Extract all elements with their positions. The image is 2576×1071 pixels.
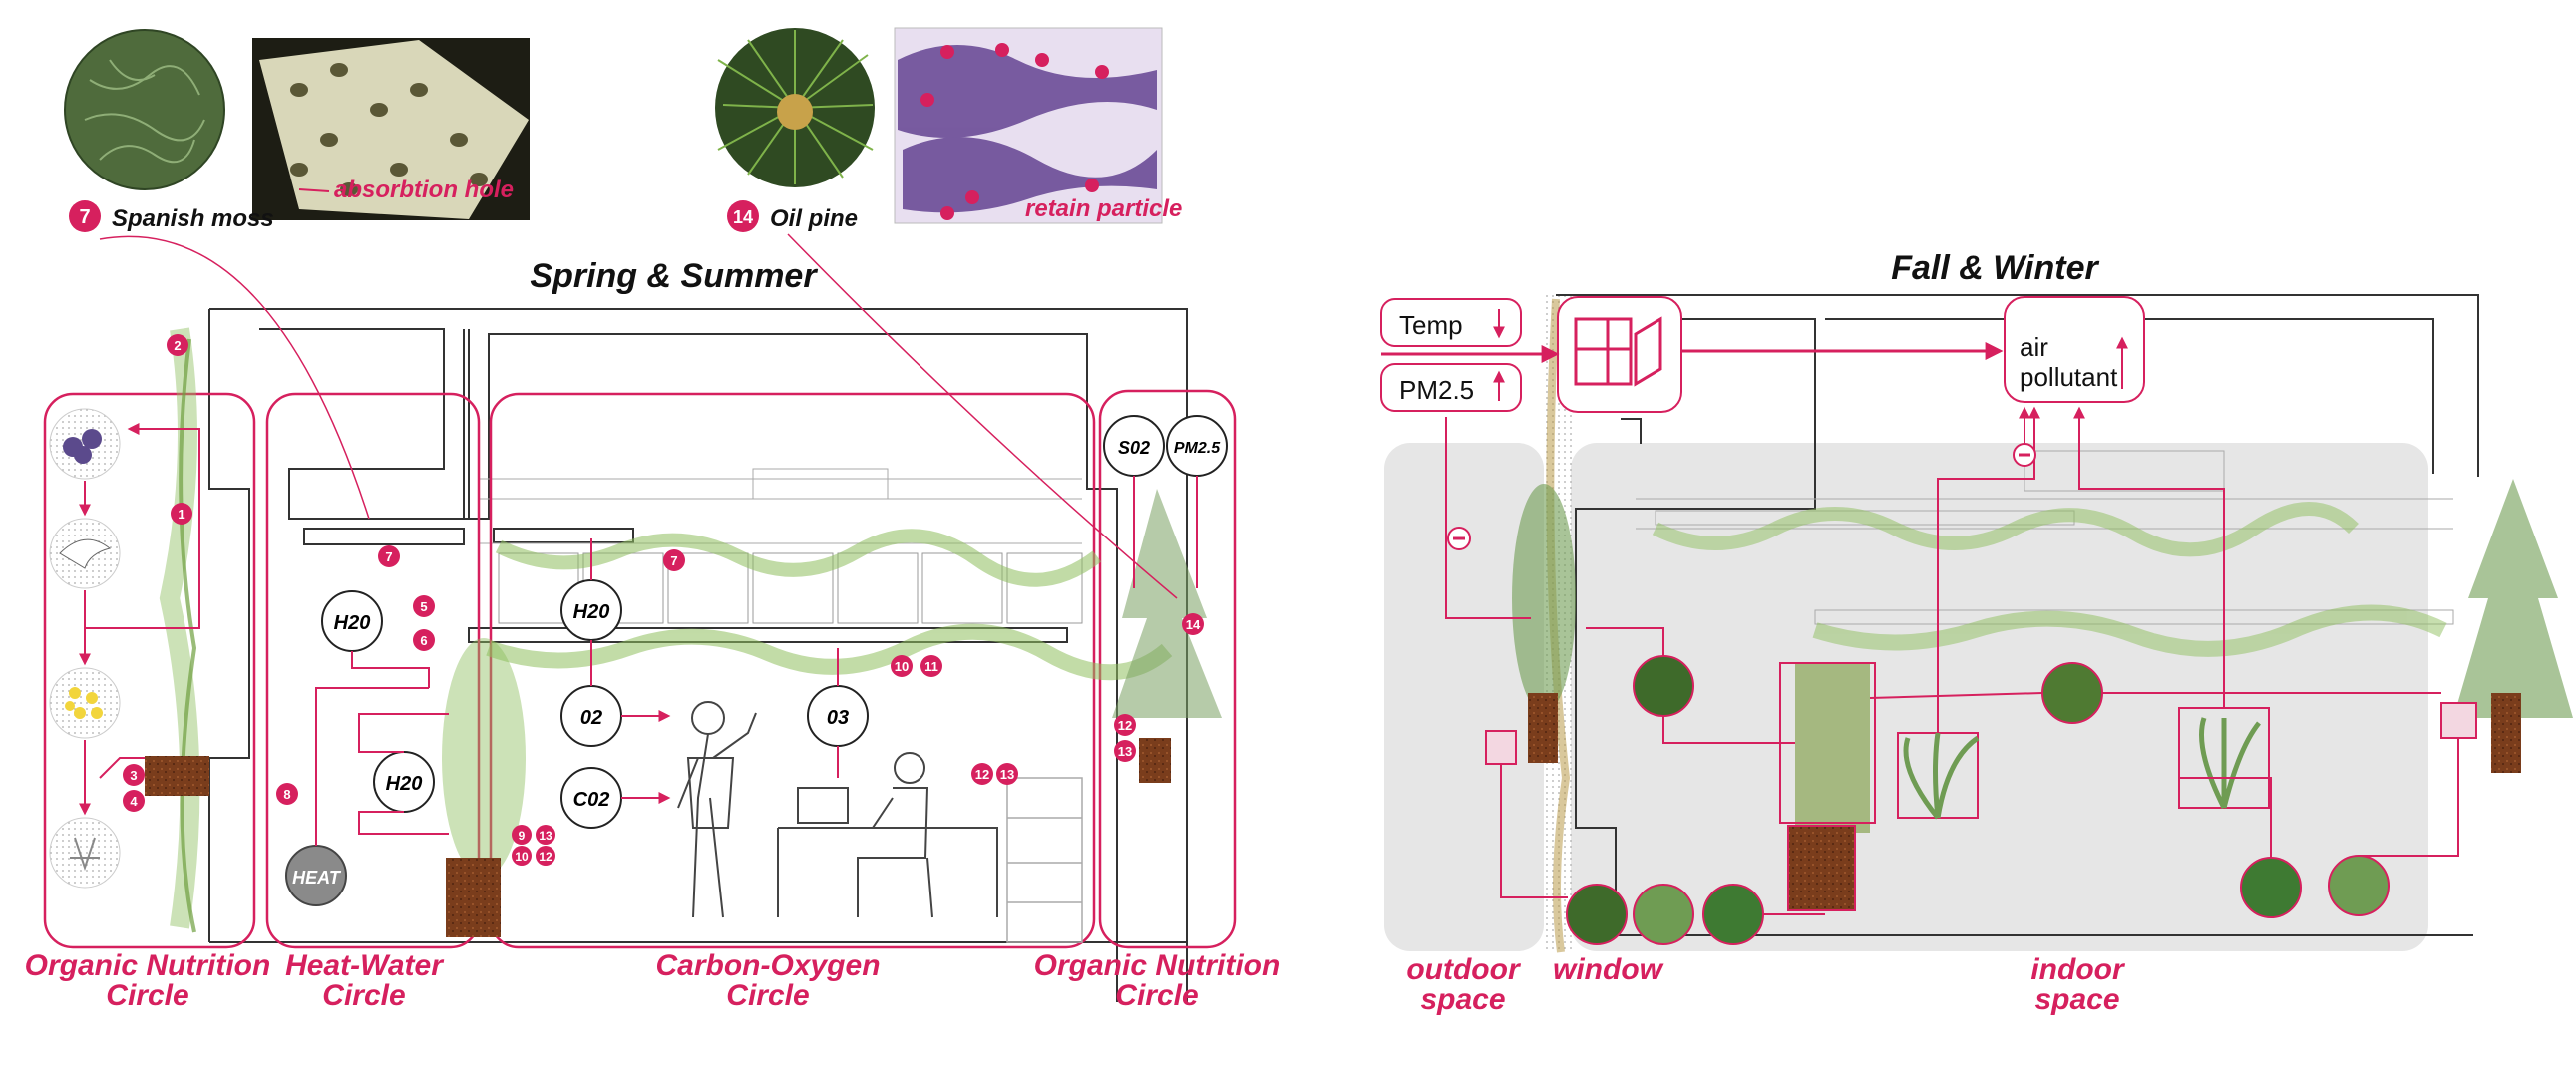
marker: 4 xyxy=(130,794,138,809)
left-zone-labels: Organic Nutrition Circle Heat-Water Circ… xyxy=(25,949,1281,1012)
temp-box: Temp xyxy=(1381,299,1521,346)
fall-winter-title: Fall & Winter xyxy=(1891,249,2099,287)
marker: 10 xyxy=(515,850,529,864)
right-zone-labels: outdoor space window indoor space xyxy=(1406,953,2126,1016)
shelf-right xyxy=(1007,778,1082,942)
pine-tree-right xyxy=(1112,489,1222,783)
so2-circle: S02 xyxy=(1118,438,1150,458)
marker: 8 xyxy=(283,787,290,802)
green-wall-left xyxy=(170,329,194,932)
marker: 7 xyxy=(670,553,677,568)
zone-boxes xyxy=(45,391,1235,947)
marker: 2 xyxy=(174,338,181,353)
zone-label-organic-2: Organic Nutrition xyxy=(1034,949,1281,982)
marker: 9 xyxy=(519,829,526,843)
zone-label-heat-water: Heat-Water xyxy=(285,949,445,982)
zone-label-outdoor: outdoor xyxy=(1406,953,1522,986)
temp-label: Temp xyxy=(1399,310,1463,340)
spring-summer-title: Spring & Summer xyxy=(530,257,818,295)
marker: 13 xyxy=(1118,744,1132,759)
window-box xyxy=(1558,297,1681,412)
left-panel: absorbtion hole 7 Spanish moss xyxy=(25,28,1281,1012)
marker: 13 xyxy=(1000,767,1014,782)
outdoor-zone xyxy=(1384,443,1544,951)
retain-particle-photo xyxy=(895,28,1162,223)
marker: 1 xyxy=(178,507,184,522)
person-standing xyxy=(678,702,756,917)
zone-label-organic-1: Organic Nutrition xyxy=(25,949,271,982)
air-pollutant-box: air pollutant xyxy=(2005,297,2144,402)
zone-label-organic-1-sub: Circle xyxy=(106,979,188,1012)
retain-particle-label: retain particle xyxy=(1025,195,1182,222)
zone-label-carbon-oxygen-sub: Circle xyxy=(726,979,809,1012)
moss-name: Spanish moss xyxy=(112,205,274,232)
pine-name: Oil pine xyxy=(770,205,858,232)
pm25-circle: PM2.5 xyxy=(1174,440,1221,457)
pm25-label: PM2.5 xyxy=(1399,375,1474,405)
marker: 12 xyxy=(975,767,989,782)
spanish-moss-photo xyxy=(65,30,224,189)
heat-circle: HEAT xyxy=(292,868,342,888)
co2-circle: C02 xyxy=(573,789,610,811)
data-circles: H20 H20 H20 02 03 C02 S02 PM2.5 HEAT xyxy=(286,416,1227,905)
h2o-circle-2: H20 xyxy=(573,601,610,623)
marker: 13 xyxy=(539,829,552,843)
marker: 12 xyxy=(1118,718,1132,733)
marker: 14 xyxy=(1186,617,1201,632)
pollutant-label: pollutant xyxy=(2020,362,2118,392)
absorption-hole-label: absorbtion hole xyxy=(334,177,514,203)
indoor-zone xyxy=(1571,443,2428,951)
marker: 6 xyxy=(420,633,427,648)
marker: 5 xyxy=(420,599,427,614)
marker: 12 xyxy=(539,850,552,864)
moss-number: 7 xyxy=(79,206,90,228)
pine-number: 14 xyxy=(733,207,753,227)
h2o-circle-1: H20 xyxy=(334,612,371,634)
h2o-circle-3: H20 xyxy=(386,773,423,795)
person-seated xyxy=(778,753,997,917)
right-panel: Fall & Winter xyxy=(1381,249,2573,1016)
planter-left xyxy=(145,756,209,796)
air-label: air xyxy=(2020,332,2048,362)
zone-label-outdoor-sub: space xyxy=(1420,983,1505,1016)
zone-label-heat-water-sub: Circle xyxy=(322,979,405,1012)
zone-label-indoor-sub: space xyxy=(2034,983,2119,1016)
o3-circle: 03 xyxy=(827,707,849,729)
marker: 7 xyxy=(385,549,392,564)
o2-circle: 02 xyxy=(580,707,602,729)
zone-label-organic-2-sub: Circle xyxy=(1115,979,1198,1012)
marker: 11 xyxy=(924,659,938,674)
pm25-box: PM2.5 xyxy=(1381,364,1521,411)
oil-pine-photo xyxy=(715,28,875,187)
indoor-tree-left xyxy=(442,638,526,937)
zone-label-window: window xyxy=(1553,953,1664,986)
marker: 3 xyxy=(130,768,137,783)
marker: 10 xyxy=(895,659,909,674)
zone-label-indoor: indoor xyxy=(2030,953,2126,986)
zone-label-carbon-oxygen: Carbon-Oxygen xyxy=(655,949,880,982)
